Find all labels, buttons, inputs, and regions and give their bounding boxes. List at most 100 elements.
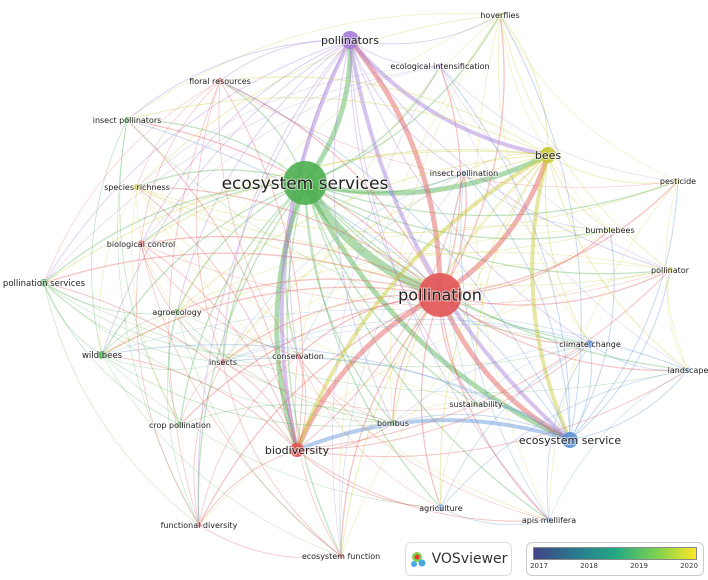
node-bees[interactable]: bees bbox=[534, 147, 563, 163]
node-label[interactable]: ecological intensification bbox=[389, 61, 490, 72]
node-label[interactable]: ecosystem function bbox=[301, 551, 381, 562]
node-ecosystem-services[interactable]: ecosystem services bbox=[221, 161, 390, 205]
node-label[interactable]: pollination bbox=[397, 285, 483, 306]
node-circle[interactable] bbox=[137, 240, 145, 248]
node-floral-resources[interactable]: floral resources bbox=[188, 76, 252, 87]
node-circle[interactable] bbox=[217, 78, 223, 84]
node-label[interactable]: biodiversity bbox=[264, 443, 331, 458]
node-label[interactable]: landscape bbox=[667, 365, 708, 376]
node-label[interactable]: agriculture bbox=[418, 503, 464, 514]
node-circle[interactable] bbox=[134, 184, 140, 190]
node-agriculture[interactable]: agriculture bbox=[418, 503, 464, 514]
node-wild-bees[interactable]: wild bees bbox=[81, 350, 124, 362]
link bbox=[176, 311, 394, 424]
node-circle[interactable] bbox=[390, 420, 396, 426]
node-circle[interactable] bbox=[540, 147, 556, 163]
node-sustainability[interactable]: sustainability bbox=[448, 399, 504, 410]
node-circle[interactable] bbox=[295, 353, 301, 359]
node-label[interactable]: apis mellifera bbox=[521, 515, 577, 526]
node-label[interactable]: pesticide bbox=[659, 176, 697, 187]
node-pollination-services[interactable]: pollination services bbox=[2, 278, 87, 290]
link bbox=[294, 292, 442, 451]
node-circle[interactable] bbox=[176, 421, 184, 429]
node-circle[interactable] bbox=[607, 227, 613, 233]
node-biodiversity[interactable]: biodiversity bbox=[264, 443, 331, 458]
node-insect-pollinators[interactable]: insect pollinators bbox=[92, 115, 163, 126]
node-circle[interactable] bbox=[40, 279, 48, 287]
node-label[interactable]: conservation bbox=[271, 351, 325, 362]
node-circle[interactable] bbox=[338, 553, 344, 559]
node-circle[interactable] bbox=[437, 63, 443, 69]
node-circle[interactable] bbox=[562, 432, 578, 448]
node-pollination[interactable]: pollination bbox=[397, 273, 483, 317]
node-circle[interactable] bbox=[124, 117, 130, 123]
node-circle[interactable] bbox=[461, 170, 467, 176]
node-circle[interactable] bbox=[586, 340, 594, 348]
node-bombus[interactable]: bombus bbox=[376, 418, 410, 429]
node-label[interactable]: bees bbox=[534, 148, 563, 163]
node-circle[interactable] bbox=[546, 517, 552, 523]
node-functional-diversity[interactable]: functional diversity bbox=[160, 520, 239, 531]
node-label[interactable]: pollinators bbox=[320, 33, 380, 48]
node-circle[interactable] bbox=[220, 359, 226, 365]
link bbox=[475, 343, 591, 405]
node-insect-pollination[interactable]: insect pollination bbox=[429, 168, 499, 179]
node-label[interactable]: floral resources bbox=[188, 76, 252, 87]
node-label[interactable]: ecosystem service bbox=[518, 433, 622, 448]
node-conservation[interactable]: conservation bbox=[271, 351, 325, 362]
node-species-richness[interactable]: species richness bbox=[103, 182, 171, 193]
node-circle[interactable] bbox=[290, 443, 304, 457]
node-crop-pollination[interactable]: crop pollination bbox=[148, 420, 212, 431]
link bbox=[304, 152, 550, 196]
node-circle[interactable] bbox=[497, 12, 503, 18]
node-label[interactable]: climate change bbox=[558, 339, 622, 350]
node-label[interactable]: sustainability bbox=[448, 399, 504, 410]
node-circle[interactable] bbox=[437, 504, 445, 512]
node-label[interactable]: pollinator bbox=[650, 265, 691, 276]
node-biological-control[interactable]: biological control bbox=[106, 239, 176, 250]
node-circle[interactable] bbox=[685, 367, 691, 373]
node-circle[interactable] bbox=[196, 522, 202, 528]
node-label[interactable]: bumblebees bbox=[584, 225, 635, 236]
node-apis-mellifera[interactable]: apis mellifera bbox=[521, 515, 577, 526]
node-label[interactable]: wild bees bbox=[81, 350, 124, 362]
node-label[interactable]: pollination services bbox=[2, 278, 87, 290]
node-pollinator[interactable]: pollinator bbox=[650, 265, 691, 276]
node-circle[interactable] bbox=[418, 273, 462, 317]
node-circle[interactable] bbox=[675, 178, 681, 184]
node-ecosystem-function[interactable]: ecosystem function bbox=[301, 551, 381, 562]
node-hoverflies[interactable]: hoverflies bbox=[479, 10, 520, 21]
node-insects[interactable]: insects bbox=[208, 357, 238, 368]
node-label[interactable]: ecosystem services bbox=[221, 173, 390, 195]
node-label[interactable]: bombus bbox=[376, 418, 410, 429]
node-label[interactable]: agroecology bbox=[151, 307, 202, 318]
node-label[interactable]: biological control bbox=[106, 239, 176, 250]
node-agroecology[interactable]: agroecology bbox=[151, 307, 202, 318]
link bbox=[463, 153, 549, 174]
node-circle[interactable] bbox=[341, 31, 359, 49]
node-landscape[interactable]: landscape bbox=[667, 365, 708, 376]
node-circle[interactable] bbox=[98, 351, 106, 359]
node-label[interactable]: insect pollination bbox=[429, 168, 499, 179]
node-ecosystem-service[interactable]: ecosystem service bbox=[518, 432, 622, 448]
vosviewer-logo-icon bbox=[410, 552, 426, 567]
node-label[interactable]: insects bbox=[208, 357, 238, 368]
node-label[interactable]: hoverflies bbox=[479, 10, 520, 21]
node-circle[interactable] bbox=[473, 401, 479, 407]
node-label[interactable]: functional diversity bbox=[160, 520, 239, 531]
node-pollinators[interactable]: pollinators bbox=[320, 31, 380, 49]
node-label[interactable]: insect pollinators bbox=[92, 115, 163, 126]
node-bumblebees[interactable]: bumblebees bbox=[584, 225, 635, 236]
node-ecological-intensification[interactable]: ecological intensification bbox=[389, 61, 490, 72]
node-label[interactable]: species richness bbox=[103, 182, 171, 193]
link bbox=[460, 172, 550, 521]
link bbox=[569, 229, 615, 441]
link bbox=[219, 80, 441, 296]
node-circle[interactable] bbox=[174, 309, 180, 315]
node-circle[interactable] bbox=[667, 267, 673, 273]
node-climate-change[interactable]: climate change bbox=[558, 339, 622, 350]
node-pesticide[interactable]: pesticide bbox=[659, 176, 697, 187]
node-circle[interactable] bbox=[283, 161, 327, 205]
node-label[interactable]: crop pollination bbox=[148, 420, 212, 431]
